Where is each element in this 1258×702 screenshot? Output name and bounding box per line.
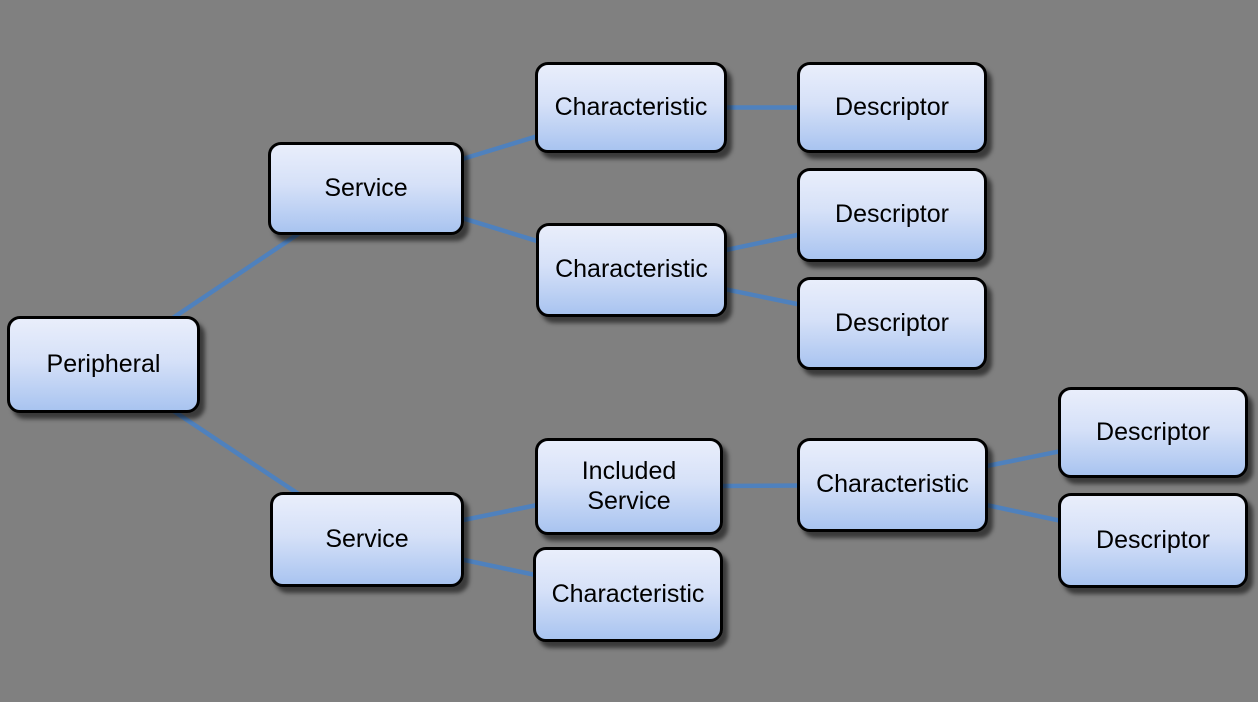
node-label-characteristic-1: Characteristic [554,92,708,121]
node-characteristic-3: Characteristic [533,547,723,642]
node-label-peripheral: Peripheral [46,349,161,378]
node-label-characteristic-4: Characteristic [816,470,969,499]
node-label-descriptor-1: Descriptor [835,92,949,121]
node-label-descriptor-2: Descriptor [835,200,949,229]
node-descriptor-2: Descriptor [797,168,987,262]
node-peripheral: Peripheral [7,316,200,413]
node-label-characteristic-3: Characteristic [551,579,705,608]
node-label-service-1: Service [324,173,408,202]
node-label-characteristic-2: Characteristic [555,255,708,284]
node-label-descriptor-5: Descriptor [1096,525,1210,554]
node-label-descriptor-3: Descriptor [835,308,949,337]
node-characteristic-1: Characteristic [535,62,727,153]
node-label-descriptor-4: Descriptor [1096,417,1210,446]
node-included-service: Included Service [535,438,723,535]
node-descriptor-5: Descriptor [1058,493,1248,588]
node-service-1: Service [268,142,464,235]
node-service-2: Service [270,492,464,587]
node-label-service-2: Service [325,524,409,553]
node-characteristic-2: Characteristic [536,223,727,317]
node-characteristic-4: Characteristic [797,438,988,532]
node-descriptor-3: Descriptor [797,277,987,370]
node-label-included-service: Included Service [581,457,677,515]
node-descriptor-1: Descriptor [797,62,987,153]
node-descriptor-4: Descriptor [1058,387,1248,478]
